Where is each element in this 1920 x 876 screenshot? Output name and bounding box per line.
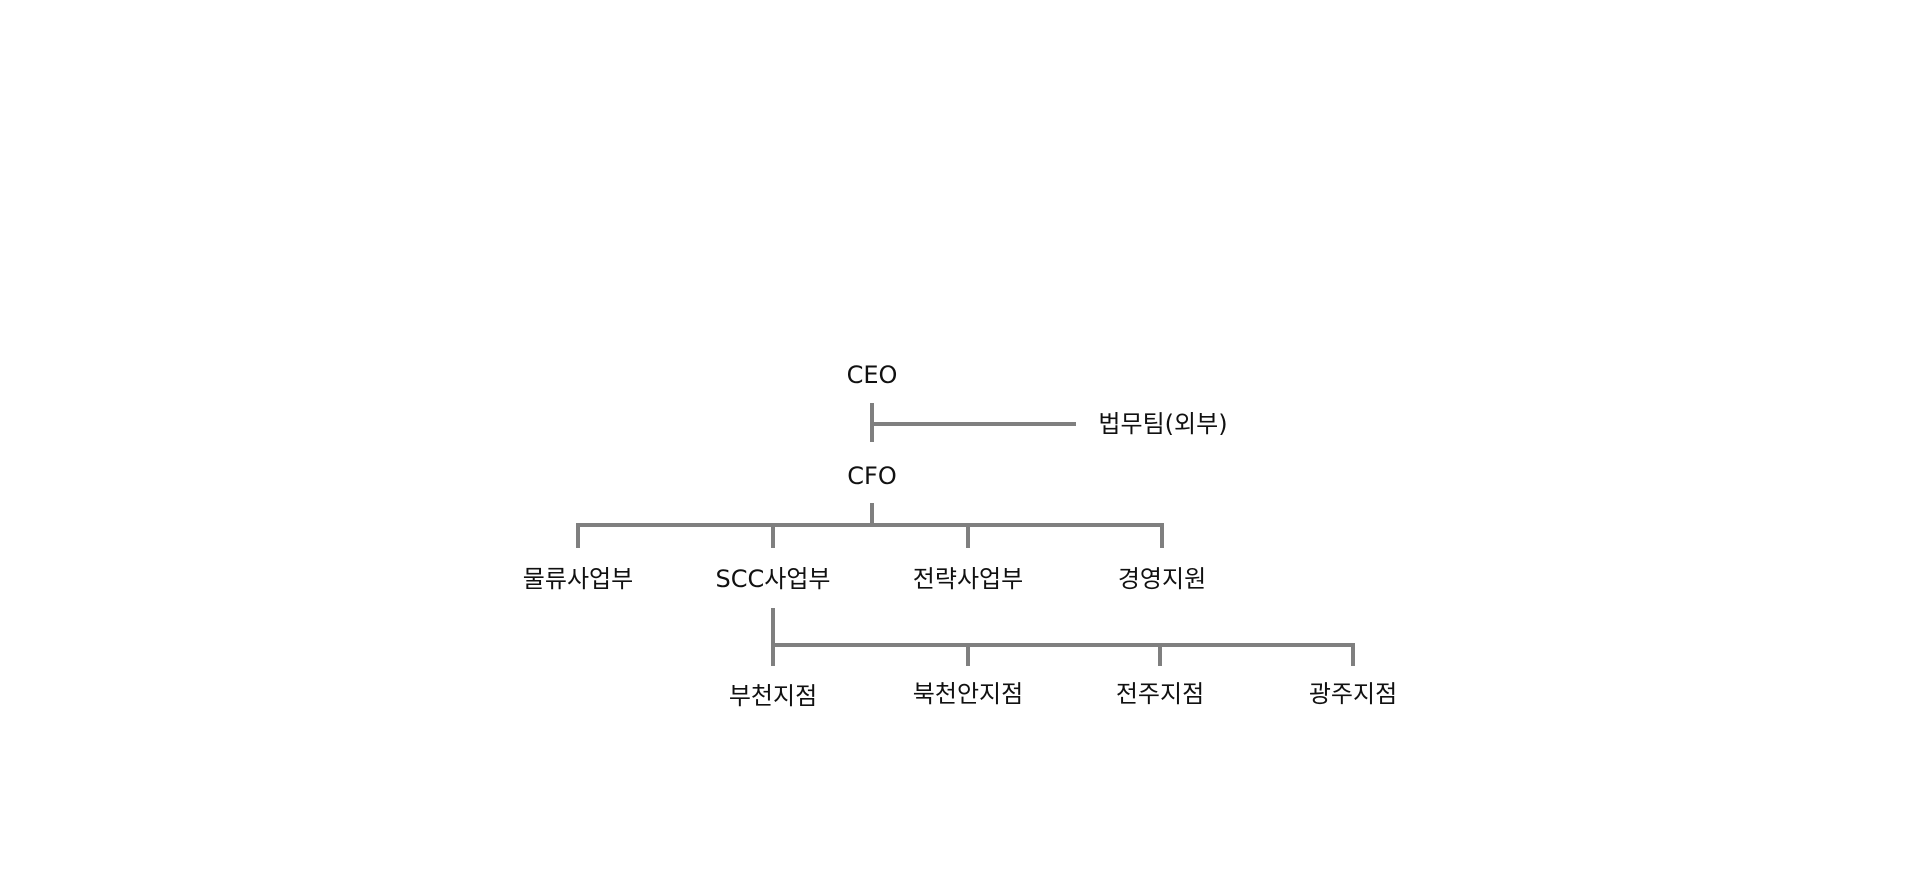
node-bucheon-branch: 부천지점 bbox=[728, 682, 818, 710]
node-logistics-division: 물류사업부 bbox=[522, 565, 634, 593]
node-bukcheonan-branch: 북천안지점 bbox=[912, 680, 1024, 708]
node-management-support: 경영지원 bbox=[1117, 565, 1207, 593]
node-cfo: CFO bbox=[847, 462, 897, 490]
node-legal-team: 법무팀(외부) bbox=[1098, 410, 1228, 438]
node-ceo: CEO bbox=[846, 361, 898, 389]
node-strategy-division: 전략사업부 bbox=[912, 565, 1024, 593]
node-gwangju-branch: 광주지점 bbox=[1308, 680, 1398, 708]
node-jeonju-branch: 전주지점 bbox=[1115, 680, 1205, 708]
node-scc-division: SCC사업부 bbox=[715, 565, 831, 593]
